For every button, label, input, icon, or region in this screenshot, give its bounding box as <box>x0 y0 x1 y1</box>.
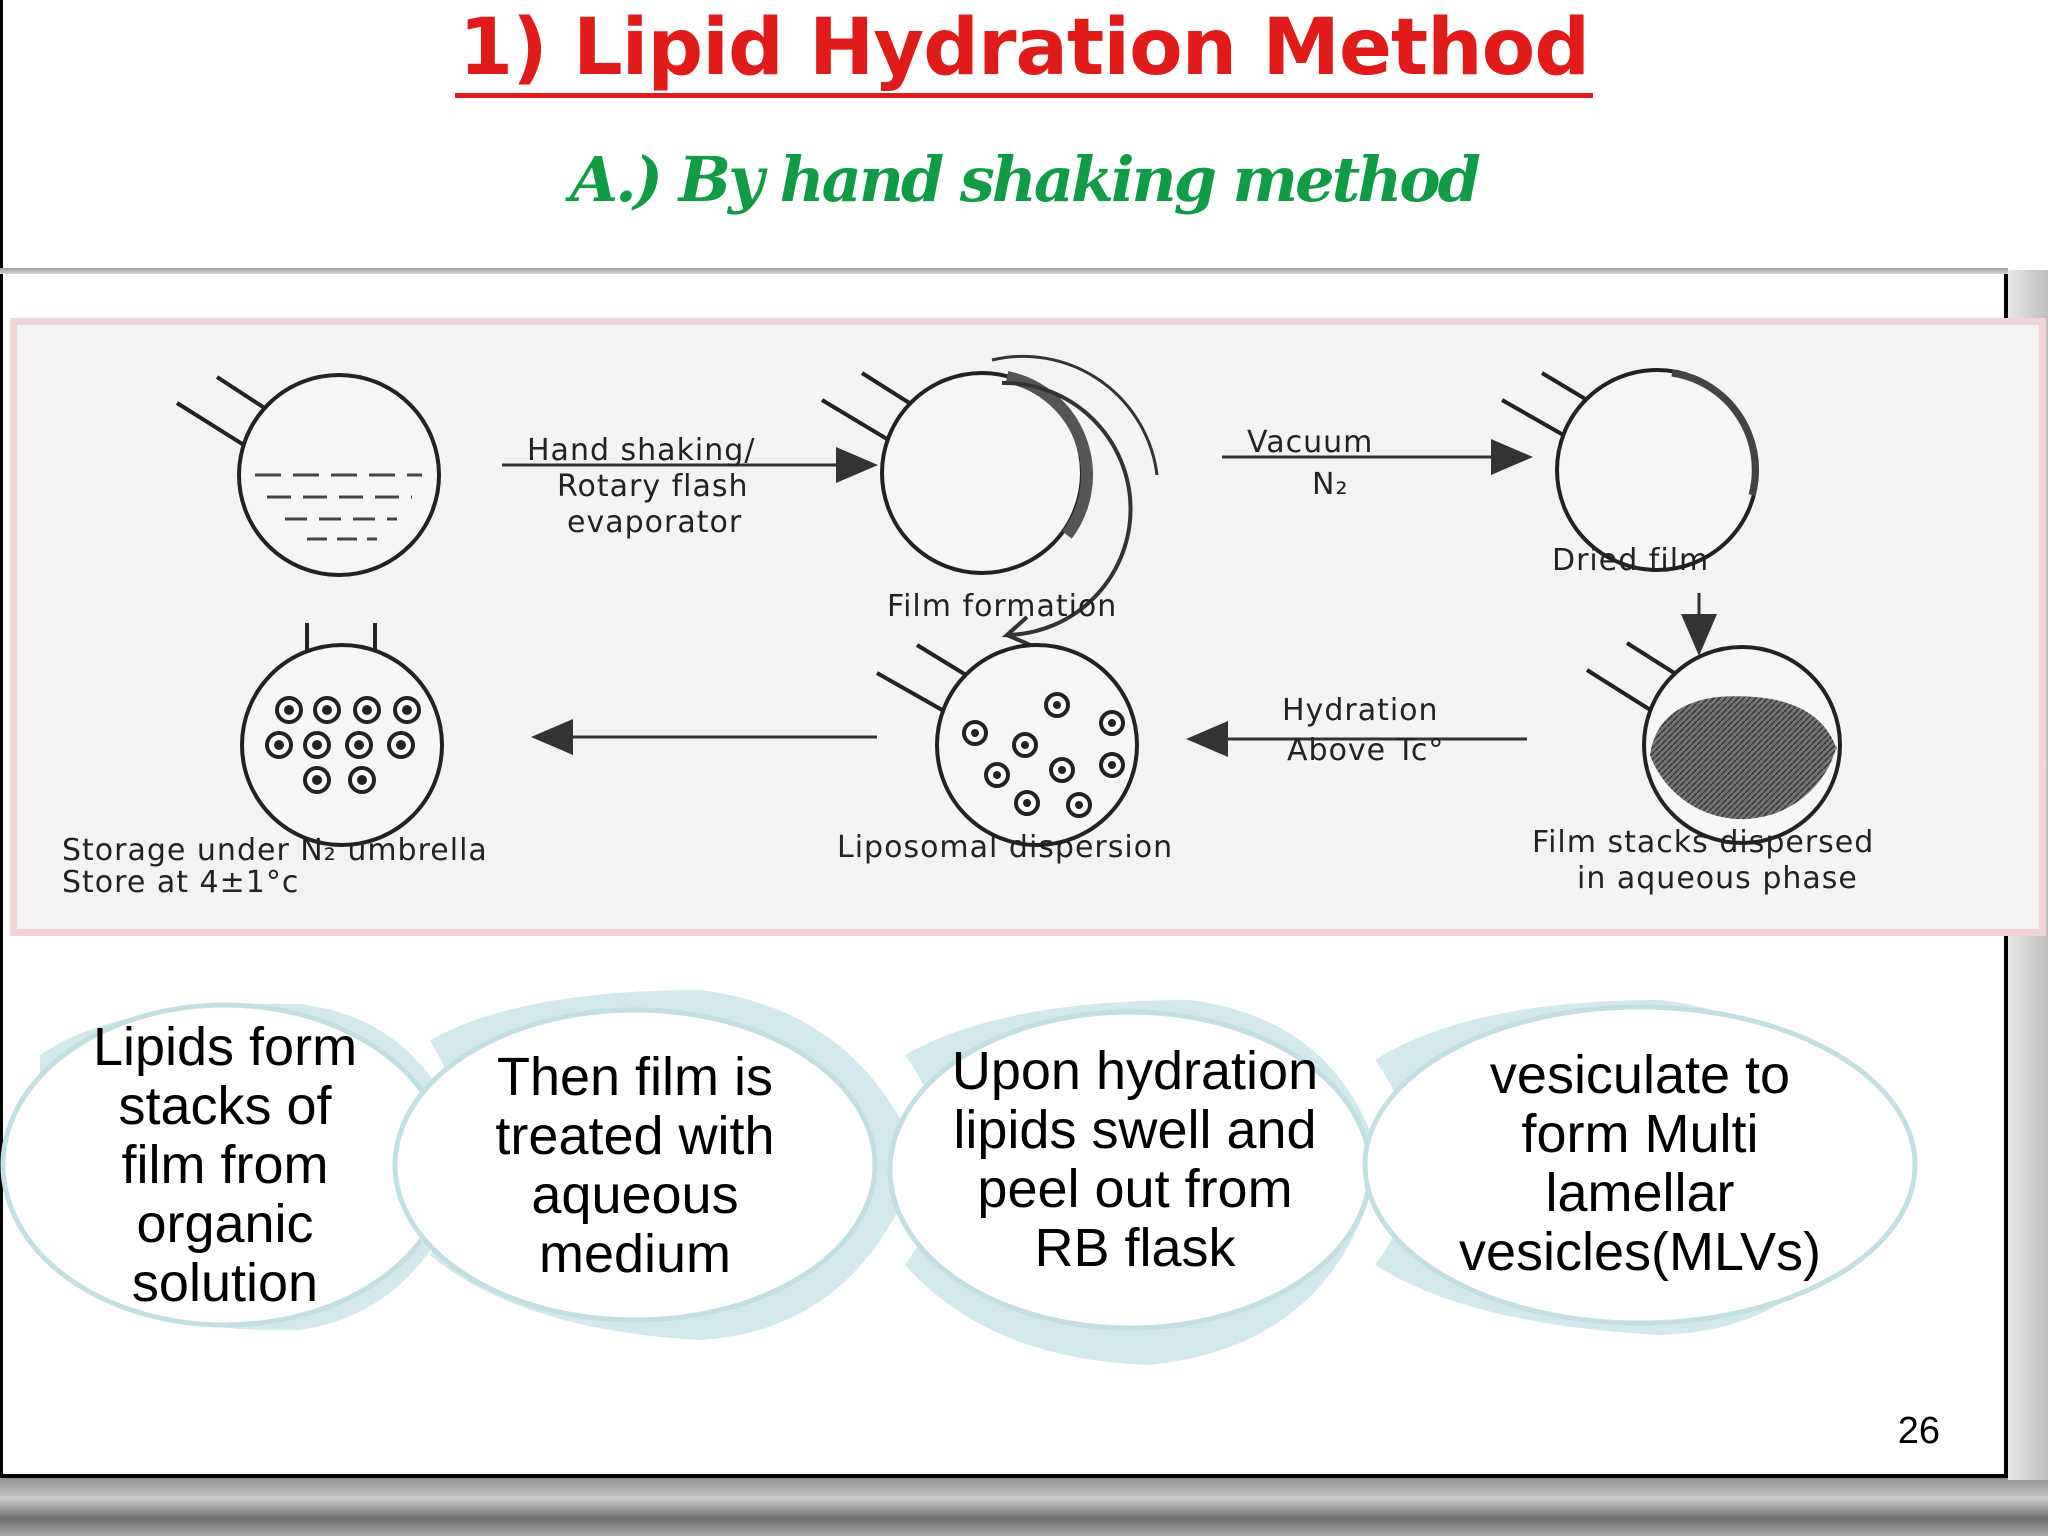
label-hydration: Hydration <box>1282 693 1439 728</box>
background-bottom-band <box>0 1478 2048 1536</box>
step-1-text: Lipids form stacks of film from organic … <box>92 1017 358 1313</box>
flask-storage <box>240 623 444 847</box>
label-rotary-flash: Rotary flash <box>557 469 749 504</box>
step-2-text: Then film is treated with aqueous medium <box>495 1047 775 1284</box>
slide-title: 1) Lipid Hydration Method <box>0 0 2048 98</box>
label-liposomal-dispersion: Liposomal dispersion <box>837 830 1174 865</box>
label-nitrogen: N₂ <box>1312 467 1349 502</box>
label-evaporator: evaporator <box>567 505 743 540</box>
label-hand-shaking: Hand shaking/ <box>527 433 756 468</box>
step-4-shape <box>1362 1004 1918 1326</box>
flask-organic-solution <box>175 373 441 577</box>
step-2-shape <box>392 1007 878 1323</box>
label-film-stacks-2: in aqueous phase <box>1577 861 1858 896</box>
flask-film-stacks-dispersed <box>1585 641 1842 845</box>
label-storage-1: Storage under N₂ umbrella <box>62 833 488 868</box>
header-divider <box>0 268 2008 274</box>
label-dried-film: Dried film <box>1552 543 1710 578</box>
flask-dried-film <box>1501 368 1759 572</box>
label-above-tc: Above Tc° <box>1287 733 1445 768</box>
process-diagram: Hand shaking/ Rotary flash evaporator Va… <box>10 318 2046 936</box>
step-4-text: vesiculate to form Multi lamellar vesicl… <box>1458 1045 1822 1282</box>
label-film-stacks-1: Film stacks dispersed <box>1532 825 1875 860</box>
page-number: 26 <box>1897 1410 1940 1452</box>
slide-header-area <box>0 0 2048 270</box>
flask-film-formation <box>820 354 1159 649</box>
diagram-drawing <box>175 354 1842 847</box>
step-3-text: Upon hydration lipids swell and peel out… <box>951 1041 1319 1278</box>
label-film-formation: Film formation <box>887 589 1118 624</box>
slide-subtitle: A.) By hand shaking method <box>569 143 1481 216</box>
label-vacuum: Vacuum <box>1247 425 1374 460</box>
flask-liposomal-dispersion <box>876 643 1139 847</box>
label-storage-2: Store at 4±1°c <box>62 865 300 900</box>
